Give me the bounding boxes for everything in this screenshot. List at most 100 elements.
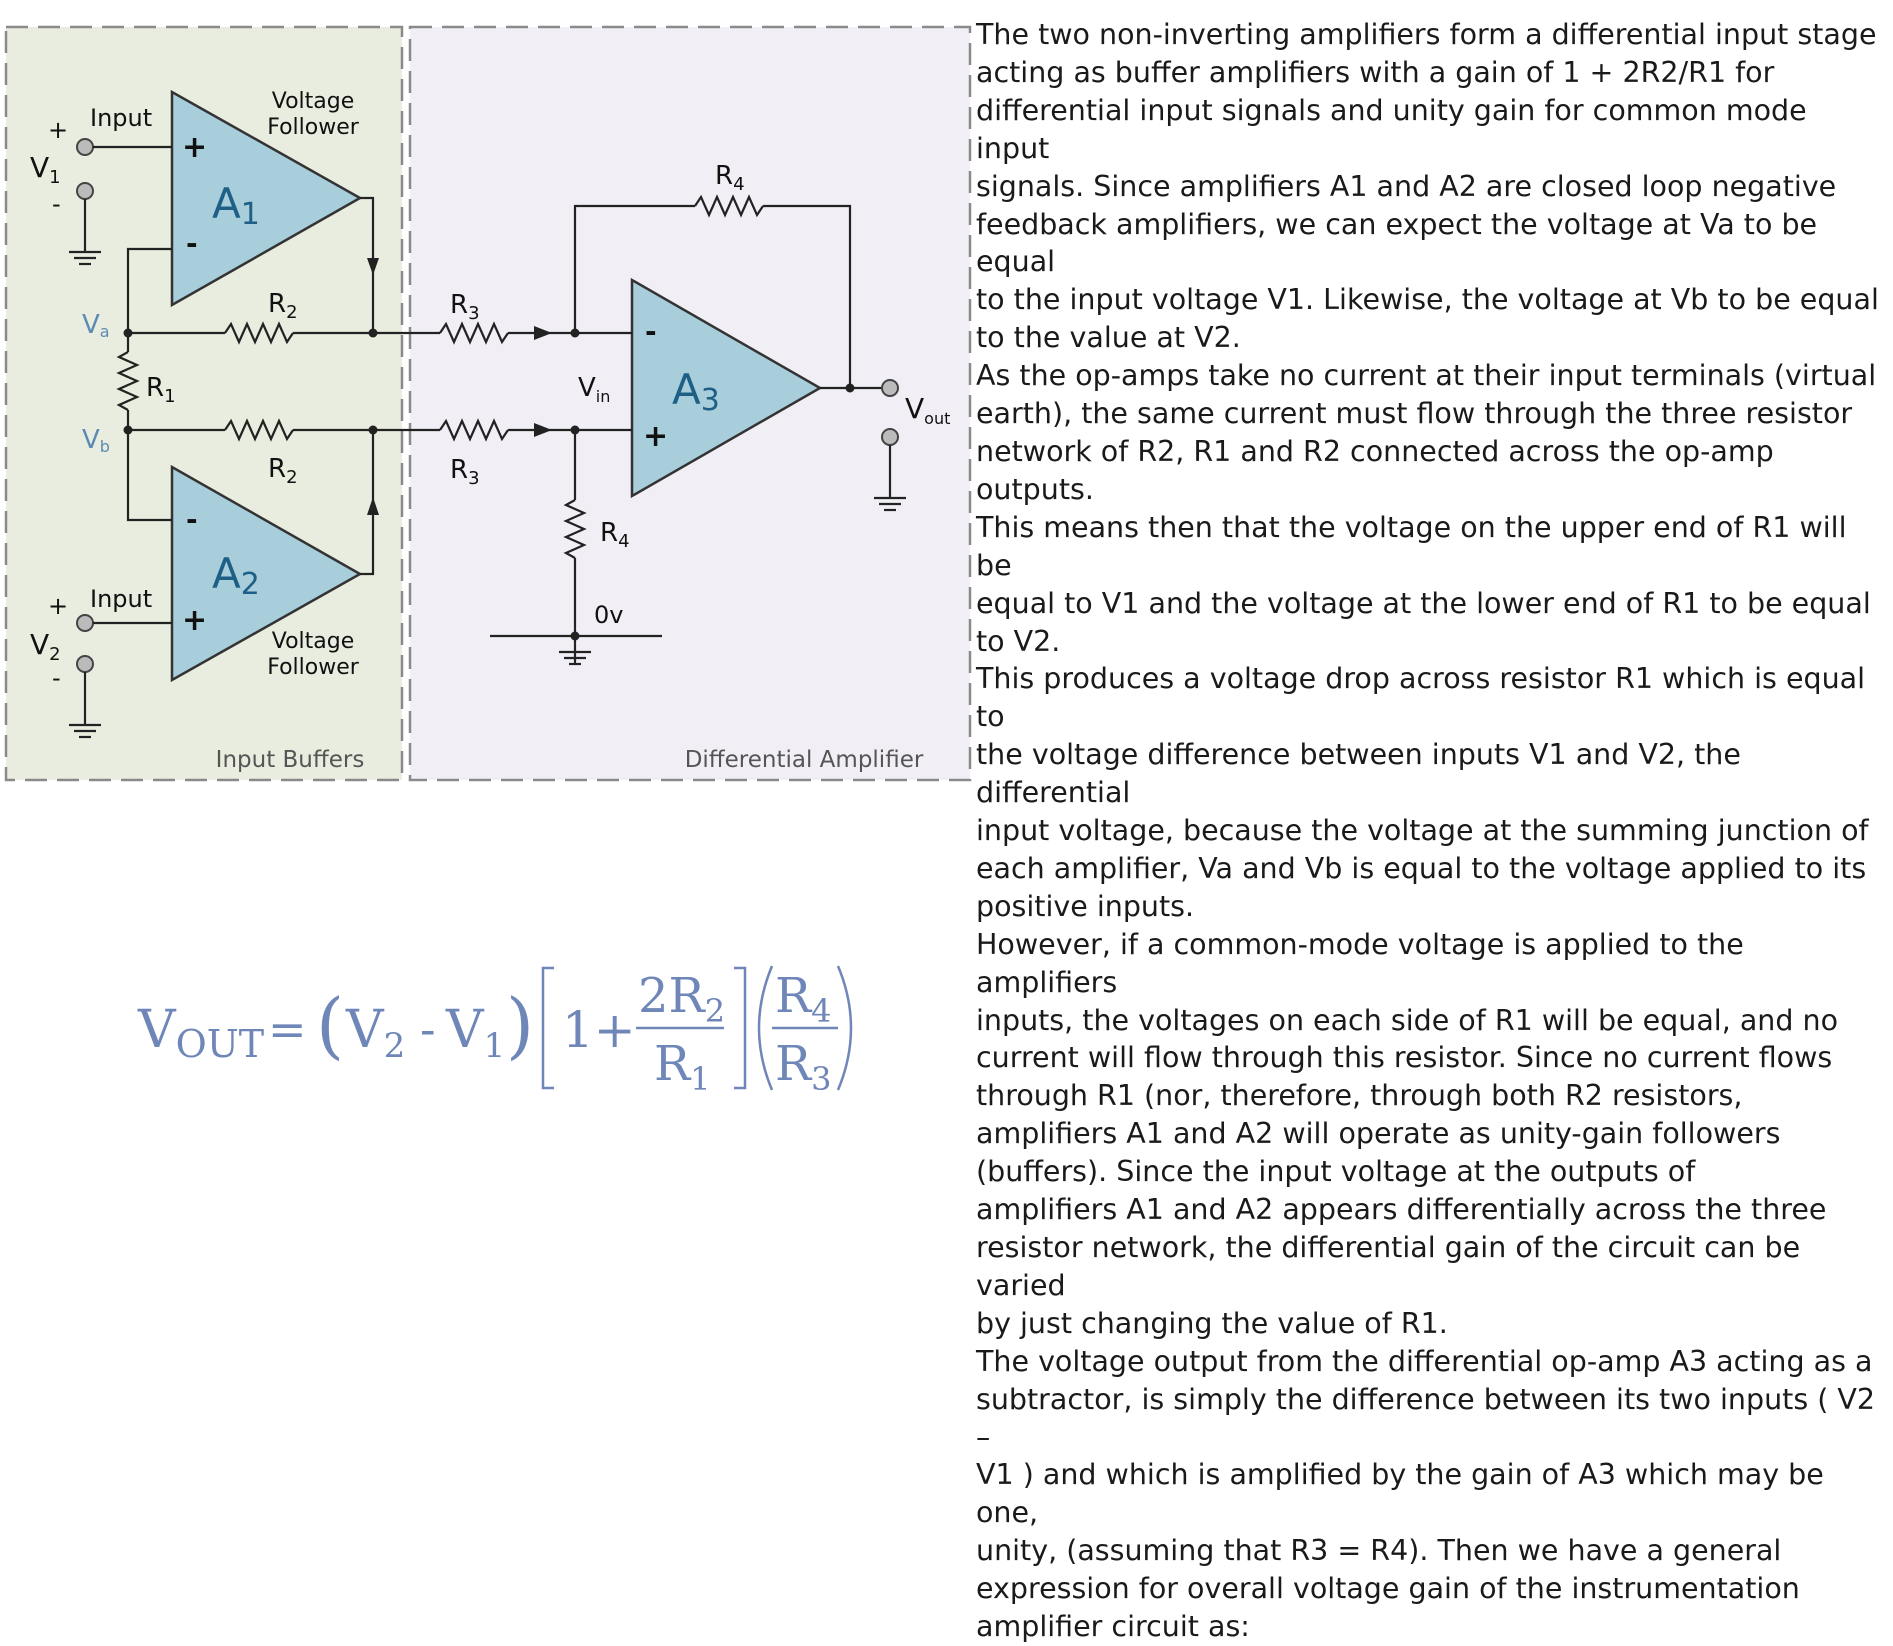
formula-v2: V2 [345,1000,405,1066]
ground-symbol-v2 [69,723,101,739]
node-vb [123,425,133,435]
input-buffers-label: Input Buffers [216,747,365,773]
vin-label: Vin [578,373,610,406]
v2-bottom-terminal [76,655,94,673]
description-line: subtractor, is simply the difference bet… [976,1382,1876,1454]
opamp-a3 [630,277,823,499]
r4-bottom-label: R4 [600,518,630,552]
arrow-r3-top [534,326,552,340]
opamp-a1-minus: - [186,227,198,260]
resistor-r3-bottom [439,418,509,442]
opamp-a3-minus: - [645,315,657,348]
description-line: expression for overall voltage gain of t… [976,1572,1800,1606]
description-line: The voltage output from the differential… [976,1344,1873,1378]
r2-top-label: R2 [268,289,298,323]
arrow-a2-output [367,497,379,515]
va-label: Va [82,310,110,341]
v1-minus-sign: - [52,190,61,218]
voltage-follower-top-label-1: Voltage [272,89,355,114]
description-line: by just changing the value of R1. [976,1306,1448,1340]
v1-label: V1 [30,151,61,188]
formula-r4: R4 [775,968,832,1030]
formula-vout: VOUT [137,1000,264,1066]
node-a3-noninverting [570,425,580,435]
formula-r3: R3 [775,1036,832,1098]
node-0v [570,631,580,641]
description-line: unity, (assuming that R3 = R4). Then we … [976,1534,1782,1568]
formula-denominator: R1 [654,1036,711,1098]
description-line: to the input voltage V1. Likewise, the v… [976,283,1879,317]
description-line: amplifier circuit as: [976,1610,1250,1644]
ground-symbol-v1 [69,250,101,266]
v2-top-terminal [76,614,94,632]
description-line: amplifiers A1 and A2 will operate as uni… [976,1117,1781,1151]
opamp-a3-label: A3 [672,365,720,418]
node-a3-inverting [570,328,580,338]
description-line: The two non-inverting amplifiers form a … [976,18,1877,51]
arrow-a1-output [367,258,379,275]
description-line: acting as buffer amplifiers with a gain … [976,55,1775,89]
r4-top-label: R4 [715,161,745,195]
description-line: inputs, the voltages on each side of R1 … [976,1003,1838,1037]
voltage-follower-bottom-label-1: Voltage [272,629,355,654]
description-line: This means then that the voltage on the … [976,510,1847,582]
description-line: This produces a voltage drop across resi… [976,662,1866,734]
formula-one-plus: 1+ [562,1001,636,1059]
ground-symbol-0v [559,650,591,666]
description-line: input voltage, because the voltage at th… [976,814,1869,848]
r3-top-label: R3 [450,290,480,324]
ground-symbol-vout [874,496,906,512]
v1-top-terminal [76,138,94,156]
description-line: (buffers). Since the input voltage at th… [976,1155,1696,1189]
instrumentation-amplifier-diagram: Input Buffers Differential Amplifier + -… [4,25,972,782]
description-line: positive inputs. [976,889,1195,923]
v2-plus-sign: + [48,592,68,620]
vout-top-terminal [881,379,899,397]
opamp-a2 [170,464,363,683]
gain-formula: VOUT = ( V2 - V1 ) 1+ 2R2 R1 R4 R3 [137,965,853,1098]
voltage-follower-top-label-2: Follower [267,115,360,140]
formula-minus: - [420,1002,436,1056]
opamp-a3-plus: + [643,419,668,454]
description-line: However, if a common-mode voltage is app… [976,927,1744,999]
resistor-r3-top [439,321,509,345]
description-line: network of R2, R1 and R2 connected acros… [976,434,1774,506]
opamp-a2-plus: + [182,603,207,638]
description-line: differential input signals and unity gai… [976,93,1807,165]
formula-open-paren: ( [316,983,344,1067]
voltage-follower-bottom-label-2: Follower [267,655,360,680]
differential-amplifier-label: Differential Amplifier [685,747,924,773]
description-line: to V2. [976,624,1061,658]
resistor-r2-bottom [224,418,294,442]
vout-bottom-terminal [881,428,899,446]
vb-label: Vb [82,425,110,456]
formula-numerator: 2R2 [638,968,725,1030]
node-va [123,328,133,338]
ov-label: 0v [594,601,623,629]
description-line: equal to V1 and the voltage at the lower… [976,586,1871,620]
v2-minus-sign: - [52,664,61,692]
r1-label: R1 [146,373,176,407]
description-line: feedback amplifiers, we can expect the v… [976,207,1818,279]
description-line: As the op-amps take no current at their … [976,359,1877,393]
description-line: through R1 (nor, therefore, through both… [976,1079,1743,1113]
input-top-label: Input [90,104,152,132]
description-line: each amplifier, Va and Vb is equal to th… [976,851,1867,885]
description-line: V1 ) and which is amplified by the gain … [976,1458,1824,1530]
v1-bottom-terminal [76,182,94,200]
description-line: earth), the same current must flow throu… [976,397,1853,431]
formula-ratio-close-paren [836,965,853,1091]
description-line: to the value at V2. [976,321,1241,355]
v1-plus-sign: + [48,116,68,144]
resistor-r2-top [224,321,294,345]
description-line: the voltage difference between inputs V1… [976,738,1741,810]
formula-equals: = [268,1002,307,1056]
formula-ratio-open-paren [757,965,774,1091]
v2-label: V2 [30,628,61,665]
opamp-a2-minus: - [186,503,198,536]
description-line: resistor network, the differential gain … [976,1231,1801,1302]
opamp-a1-plus: + [182,130,207,165]
node-a3-output [845,383,855,393]
arrow-r3-bottom [534,423,552,437]
resistor-r1 [116,351,140,411]
